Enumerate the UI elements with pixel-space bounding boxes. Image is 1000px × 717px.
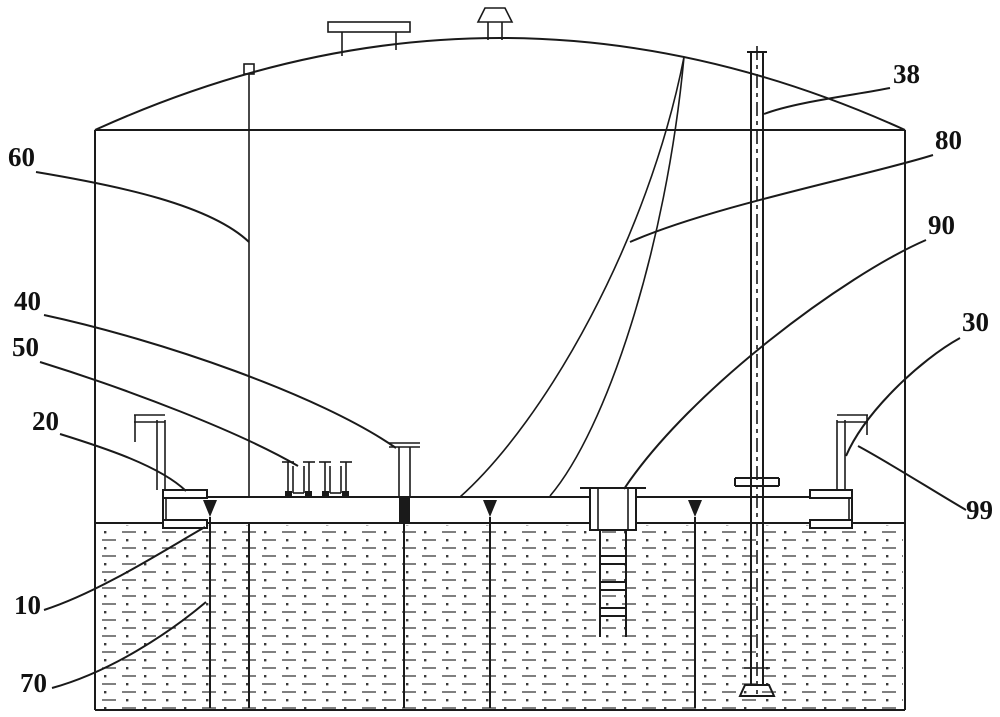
- tank-dome: [94, 37, 906, 131]
- label-50: 50: [12, 332, 39, 362]
- support-leg-left: [203, 500, 217, 708]
- support-leg-center: [483, 500, 497, 708]
- roof-hatch-plate: [327, 21, 411, 33]
- guide-pole-foot: [738, 684, 776, 697]
- leader-90: [623, 239, 927, 490]
- leader-20: [59, 433, 187, 492]
- leader-80: [629, 154, 934, 243]
- label-60: 60: [8, 142, 35, 172]
- cable-curve-inner: [549, 56, 685, 497]
- label-99: 99: [966, 495, 993, 525]
- deck-clamp-left: [282, 461, 315, 498]
- leader-70: [51, 601, 207, 689]
- label-10: 10: [14, 590, 41, 620]
- leader-40: [43, 314, 397, 449]
- leader-10: [43, 526, 206, 611]
- leader-60: [35, 171, 250, 243]
- label-70: 70: [20, 668, 47, 698]
- deck-clamp-right: [319, 461, 352, 498]
- breather-vent-cap: [476, 7, 514, 23]
- bleeder-body: [399, 497, 410, 522]
- cable-curve-outer: [459, 56, 685, 498]
- leader-30: [845, 337, 961, 457]
- label-40: 40: [14, 286, 41, 316]
- deck-ladder: [599, 530, 627, 637]
- liquid-fill: [97, 525, 903, 709]
- leader-50: [39, 361, 299, 467]
- label-80: 80: [935, 125, 962, 155]
- support-leg-right: [688, 500, 702, 708]
- rim-channel-left-bottom: [162, 519, 208, 529]
- label-90: 90: [928, 210, 955, 240]
- label-30: 30: [962, 307, 989, 337]
- leader-38: [763, 87, 891, 115]
- leader-99: [857, 445, 967, 511]
- rim-channel-right-top: [809, 489, 853, 499]
- label-20: 20: [32, 406, 59, 436]
- deck-manhole: [580, 487, 646, 531]
- rim-channel-right-bottom: [809, 519, 853, 529]
- label-38: 38: [893, 59, 920, 89]
